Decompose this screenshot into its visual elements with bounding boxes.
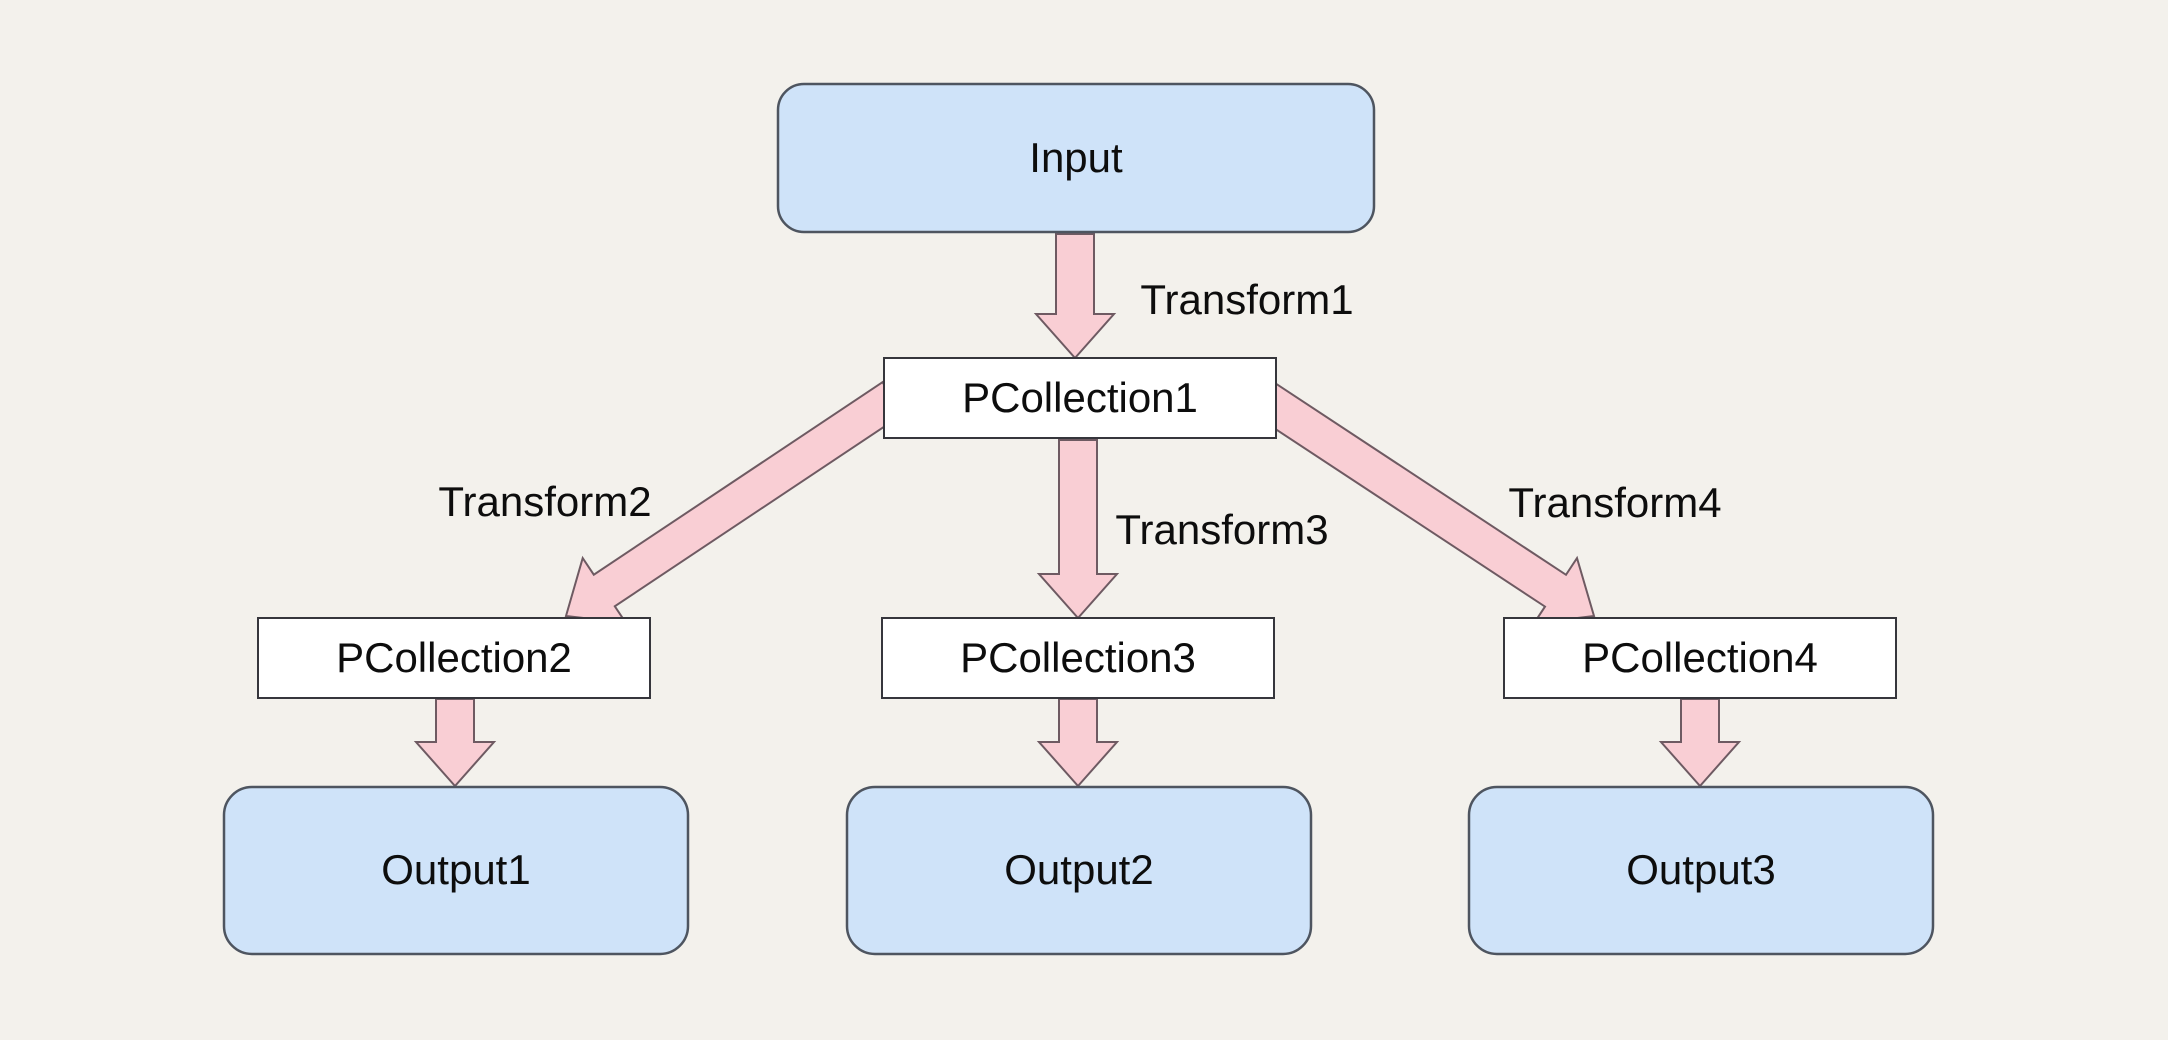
edge-transform2-label: Transform2 [438,478,651,525]
node-pcollection4 [1503,617,1897,699]
node-pcollection2 [257,617,651,699]
arrow-pcollection1-to-pcollection3 [1036,439,1120,620]
arrow-pcollection1-to-pcollection4 [1251,380,1596,625]
node-pcollection2-label: PCollection2 [336,634,572,681]
arrow-pcollection2-to-output1 [413,698,497,788]
arrow-input-to-pcollection1 [1033,233,1117,360]
edge-transform4-label: Transform4 [1508,479,1721,526]
node-output2 [845,785,1313,956]
edge-transform3-label: Transform3 [1115,506,1328,553]
arrow-pcollection4-to-output3 [1658,698,1742,788]
node-output3 [1467,785,1935,956]
node-output2-label: Output2 [1004,846,1153,893]
node-pcollection1-label: PCollection1 [962,374,1198,421]
arrow-pcollection3-to-output2 [1036,698,1120,788]
node-output3-label: Output3 [1626,846,1775,893]
node-pcollection1 [883,357,1277,439]
node-output1-label: Output1 [381,846,530,893]
node-pcollection3 [881,617,1275,699]
node-input-label: Input [1029,134,1123,181]
node-output1 [222,785,690,956]
node-input [776,82,1376,234]
node-pcollection3-label: PCollection3 [960,634,1196,681]
edge-transform1-label: Transform1 [1140,276,1353,323]
node-pcollection4-label: PCollection4 [1582,634,1818,681]
